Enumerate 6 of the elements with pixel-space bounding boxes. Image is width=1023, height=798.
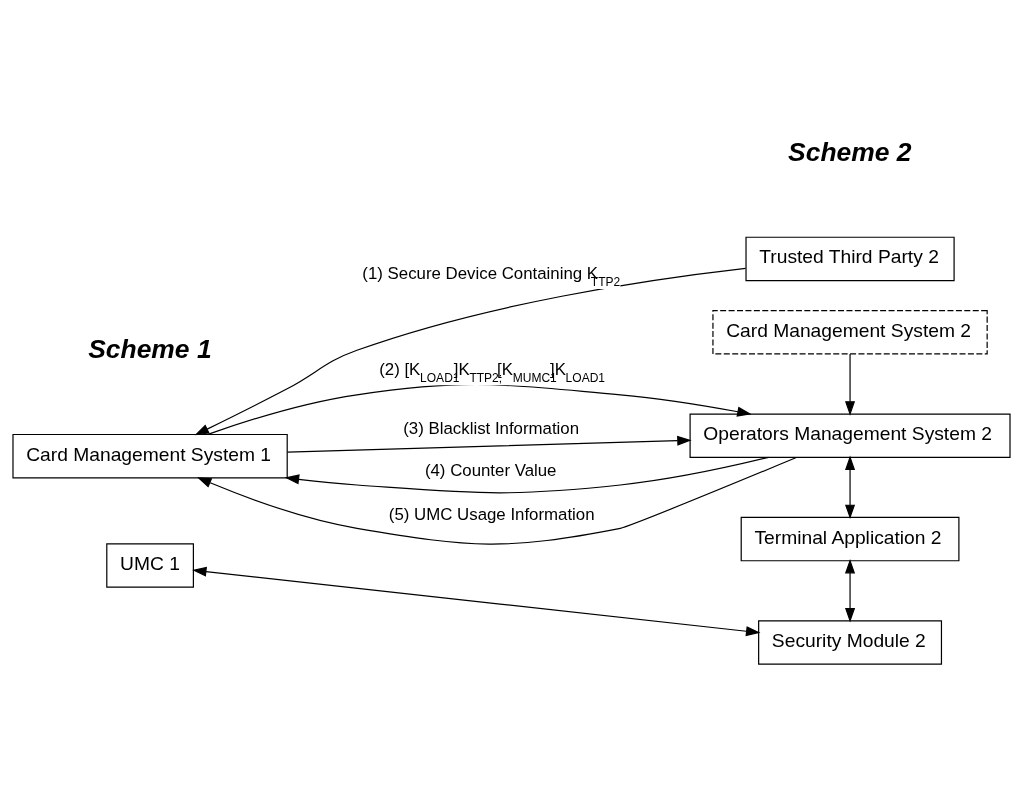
edge-label: (5) UMC Usage Information	[388, 504, 595, 524]
edge-label: (2) [K$_{LOAD1}$]K$_{TTP2;}$[K$_{MUMC1}$]K$_{LOAD1}$	[379, 360, 606, 386]
edge-label: (4) Counter Value	[424, 461, 557, 481]
label: Scheme 2	[788, 136, 912, 167]
edge-label: (3) Blacklist Information	[403, 419, 580, 439]
label: Scheme 1	[88, 334, 212, 365]
